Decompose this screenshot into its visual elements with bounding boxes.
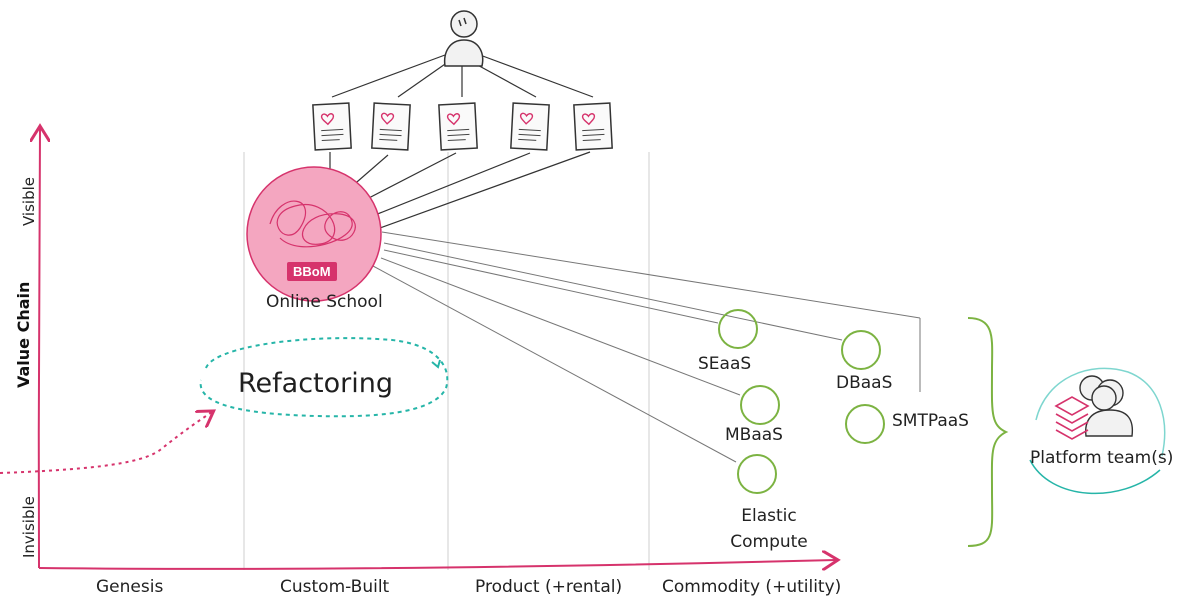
seaas-node bbox=[718, 309, 758, 349]
elastic-compute-label: Elastic Compute bbox=[730, 506, 808, 552]
document-heart-icon bbox=[438, 102, 478, 151]
platform-team-label: Platform team(s) bbox=[1030, 448, 1174, 468]
document-heart-icon bbox=[573, 102, 613, 151]
x-axis bbox=[38, 560, 836, 569]
mbaas-node bbox=[740, 385, 780, 425]
layers-icon bbox=[1054, 396, 1090, 440]
mbaas-label: MBaaS bbox=[725, 425, 783, 445]
dbaas-node bbox=[841, 330, 881, 370]
dbaas-label: DBaaS bbox=[836, 373, 893, 393]
smtpaas-label: SMTPaaS bbox=[892, 411, 969, 431]
platform-team-node[interactable] bbox=[1029, 367, 1166, 495]
user-connections bbox=[331, 54, 594, 98]
y-axis-top-label: Visible bbox=[20, 177, 38, 226]
document-heart-icon bbox=[312, 102, 352, 151]
team-icon bbox=[1079, 375, 1134, 437]
axes bbox=[39, 128, 836, 569]
document-heart-icon bbox=[371, 102, 411, 151]
component-circles bbox=[718, 309, 885, 494]
stage-label-custom-built: Custom-Built bbox=[280, 577, 390, 597]
online-school-node[interactable] bbox=[246, 166, 382, 302]
y-axis-bottom-label: Invisible bbox=[20, 496, 38, 558]
evolution-arrow bbox=[0, 412, 212, 474]
online-school-label: Online School bbox=[266, 292, 383, 312]
component-connections bbox=[372, 231, 921, 463]
scribble-icon bbox=[269, 200, 356, 248]
seaas-label: SEaaS bbox=[698, 354, 752, 374]
bbom-badge: BBoM bbox=[287, 262, 337, 281]
document-heart-icon bbox=[312, 102, 613, 151]
stage-dividers bbox=[243, 152, 650, 570]
document-heart-icon bbox=[510, 102, 550, 151]
y-axis-title: Value Chain bbox=[14, 281, 33, 388]
user-icon bbox=[443, 10, 484, 67]
smtpaas-node bbox=[845, 404, 885, 444]
refactoring-boundary bbox=[199, 337, 449, 418]
stage-label-commodity: Commodity (+utility) bbox=[662, 577, 842, 597]
y-axis bbox=[39, 128, 40, 569]
refactoring-label: Refactoring bbox=[238, 368, 394, 399]
elastic-compute-node bbox=[737, 454, 777, 494]
stage-label-product: Product (+rental) bbox=[475, 577, 623, 597]
stage-label-genesis: Genesis bbox=[96, 577, 164, 597]
platform-brace bbox=[967, 317, 1009, 547]
